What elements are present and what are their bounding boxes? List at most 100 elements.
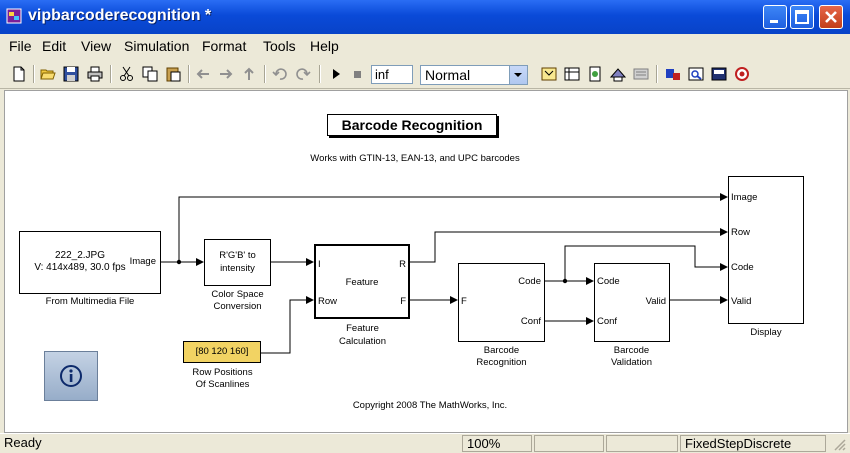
open-folder-icon[interactable]	[39, 65, 57, 83]
color-space-conversion-block[interactable]: R'G'B' to intensity	[204, 239, 271, 286]
source-caption: From Multimedia File	[45, 296, 135, 307]
status-empty-cell	[606, 435, 678, 452]
status-zoom: 100%	[462, 435, 532, 452]
status-state: Ready	[4, 435, 42, 450]
undo-icon[interactable]	[271, 65, 289, 83]
display-block[interactable]: Image Row Code Valid	[728, 176, 804, 324]
validation-caption-1: Barcode	[613, 345, 650, 356]
recognition-caption-1: Barcode	[483, 345, 520, 356]
toolbar-separator	[188, 65, 190, 83]
debugger-icon[interactable]	[586, 65, 604, 83]
constant-caption-2: Of Scanlines	[195, 379, 250, 390]
info-icon	[60, 365, 82, 387]
maximize-button[interactable]	[790, 5, 814, 29]
stop-time-input[interactable]	[371, 65, 413, 84]
branch-point	[176, 259, 182, 265]
toolbar-separator	[33, 65, 35, 83]
signal-rowpos-to-feature	[261, 296, 314, 354]
port-conf-out: Conf	[520, 316, 541, 327]
source-file-name: 222_2.JPG	[54, 250, 106, 261]
port-valid-in-display: Valid	[731, 296, 752, 307]
help-target-icon[interactable]	[733, 65, 751, 83]
signal-image-to-display	[178, 193, 728, 262]
library-browser-icon[interactable]	[540, 65, 558, 83]
toolbar-separator	[110, 65, 112, 83]
resize-grip-icon[interactable]	[832, 437, 846, 451]
recognition-caption-2: Recognition	[476, 357, 527, 368]
menu-format[interactable]: Format	[202, 38, 247, 54]
constant-caption-1: Row Positions	[192, 367, 253, 378]
toolbar-separator	[656, 65, 658, 83]
title-bar: vipbarcoderecognition *	[0, 0, 850, 34]
port-f-out: F	[400, 296, 406, 307]
toolbar-separator	[319, 65, 321, 83]
menu-tools[interactable]: Tools	[263, 38, 296, 54]
minimize-icon	[770, 20, 778, 23]
status-bar: Ready 100% FixedStepDiscrete	[0, 433, 850, 453]
feature-caption-1: Feature	[346, 323, 379, 334]
model-advisor-icon[interactable]	[609, 65, 627, 83]
menu-edit[interactable]: Edit	[42, 38, 67, 54]
port-f-in: F	[461, 296, 467, 307]
minimize-button[interactable]	[763, 5, 787, 29]
play-icon[interactable]	[327, 65, 345, 83]
paste-icon[interactable]	[164, 65, 182, 83]
model-subtitle: Works with GTIN-13, EAN-13, and UPC barc…	[310, 153, 520, 164]
copy-icon[interactable]	[141, 65, 159, 83]
up-arrow-icon[interactable]	[240, 65, 258, 83]
signal-code-to-display	[564, 245, 728, 281]
port-row-in: Row	[318, 296, 338, 307]
save-icon[interactable]	[62, 65, 80, 83]
menu-view[interactable]: View	[81, 38, 112, 54]
close-icon	[825, 11, 837, 23]
signal-r-to-display	[410, 228, 728, 263]
barcode-recognition-block[interactable]: F Code Conf	[458, 263, 545, 342]
port-image-in: Image	[731, 192, 758, 203]
constant-value: [80 120 160]	[195, 346, 249, 357]
new-model-icon[interactable]	[10, 65, 28, 83]
port-i-in: I	[318, 259, 321, 270]
forward-arrow-icon[interactable]	[217, 65, 235, 83]
dropdown-button[interactable]	[509, 66, 527, 84]
from-multimedia-file-block[interactable]: 222_2.JPG V: 414x489, 30.0 fps Image	[19, 231, 161, 294]
colorspace-caption-1: Color Space	[211, 289, 264, 300]
model-explorer-icon[interactable]	[563, 65, 581, 83]
menu-simulation[interactable]: Simulation	[124, 38, 190, 54]
simulink-app-icon[interactable]	[6, 8, 22, 24]
data-inspector-icon[interactable]	[710, 65, 728, 83]
model-canvas[interactable]: Barcode Recognition Works with GTIN-13, …	[4, 90, 848, 433]
feature-calculation-block[interactable]: I Row Feature R F	[314, 244, 410, 319]
port-valid-out: Valid	[645, 296, 666, 307]
back-arrow-icon[interactable]	[194, 65, 212, 83]
menu-help[interactable]: Help	[310, 38, 339, 54]
display-caption: Display	[750, 327, 782, 338]
simulation-mode-select[interactable]: Normal	[420, 65, 528, 85]
chevron-down-icon	[514, 73, 522, 77]
cut-icon[interactable]	[118, 65, 136, 83]
copyright-note: Copyright 2008 The MathWorks, Inc.	[352, 400, 508, 411]
branch-point	[562, 278, 568, 284]
stop-icon[interactable]	[348, 65, 366, 83]
signal-lines	[161, 193, 728, 354]
feature-label: Feature	[345, 277, 379, 288]
model-title-annotation[interactable]: Barcode Recognition	[327, 114, 497, 136]
colorspace-caption-2: Conversion	[213, 301, 262, 312]
info-button[interactable]	[44, 351, 98, 401]
toolbar-separator	[264, 65, 266, 83]
profiler-icon[interactable]	[687, 65, 705, 83]
feature-caption-2: Calculation	[339, 336, 386, 347]
signal-logging-icon[interactable]	[664, 65, 682, 83]
validation-caption-2: Validation	[610, 357, 653, 368]
port-r-out: R	[399, 259, 406, 270]
redo-icon[interactable]	[294, 65, 312, 83]
model-title: Barcode Recognition	[341, 117, 483, 133]
row-positions-constant-block[interactable]: [80 120 160]	[183, 341, 261, 363]
build-icon[interactable]	[632, 65, 650, 83]
port-row-in-display: Row	[731, 227, 751, 238]
barcode-validation-block[interactable]: Code Conf Valid	[594, 263, 670, 342]
source-file-info: V: 414x489, 30.0 fps	[34, 262, 126, 273]
port-code-out: Code	[518, 276, 541, 287]
print-icon[interactable]	[86, 65, 104, 83]
close-button[interactable]	[819, 5, 843, 29]
menu-file[interactable]: File	[9, 38, 32, 54]
